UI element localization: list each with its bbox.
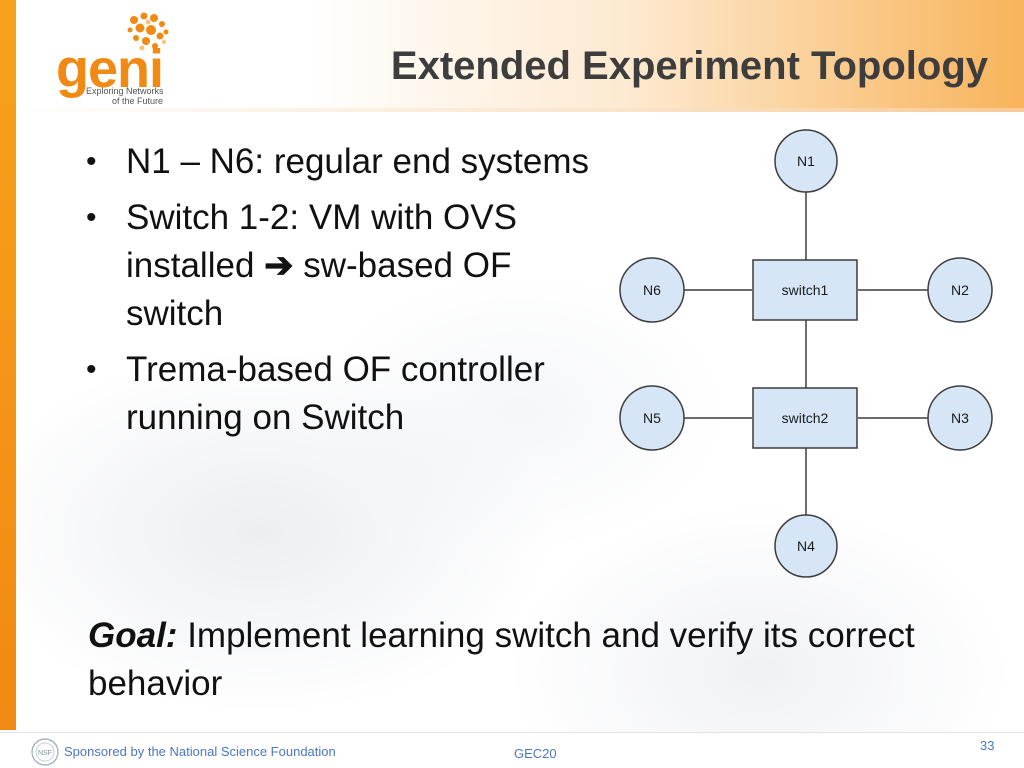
switch1-label: switch1 xyxy=(782,282,829,298)
node-n3-label: N3 xyxy=(951,410,969,426)
left-accent-bar xyxy=(0,0,16,730)
bullet-list: • N1 – N6: regular end systems • Switch … xyxy=(80,138,600,450)
bullet-text-continued: sw-based OF switch xyxy=(126,246,512,333)
page-number: 33 xyxy=(980,738,995,753)
switch2-label: switch2 xyxy=(782,410,829,426)
node-n5-label: N5 xyxy=(643,410,661,426)
svg-text:NSF: NSF xyxy=(38,750,52,757)
bullet-dot-icon: • xyxy=(86,201,97,234)
node-n2-label: N2 xyxy=(951,282,969,298)
node-n1-label: N1 xyxy=(797,153,815,169)
goal-label: Goal: xyxy=(88,616,178,655)
topology-diagram: N1 N6 switch1 N2 N5 switch2 N3 N4 xyxy=(619,129,993,578)
goal-text: Implement learning switch and verify its… xyxy=(88,616,915,703)
switch1-box xyxy=(752,259,858,321)
node-n4-label: N4 xyxy=(797,538,815,554)
bullet-dot-icon: • xyxy=(86,353,97,386)
footer-divider xyxy=(0,732,1024,733)
logo-tagline-line-1: Exploring Networks xyxy=(86,86,164,96)
logo-tagline: Exploring Networks of the Future xyxy=(86,86,186,106)
switch2-box xyxy=(752,387,858,449)
logo-wordmark: geni xyxy=(56,39,164,99)
node-n5 xyxy=(619,385,685,451)
bullet-item: • N1 – N6: regular end systems xyxy=(80,138,600,186)
geni-logo: geni Exploring Networks of the Future xyxy=(56,8,196,108)
node-n2 xyxy=(927,257,993,323)
footer-sponsor: Sponsored by the National Science Founda… xyxy=(64,744,336,759)
bullet-dot-icon: • xyxy=(86,145,97,178)
nsf-seal-icon: NSF xyxy=(31,738,59,766)
goal-statement: Goal: Implement learning switch and veri… xyxy=(88,612,948,708)
header-band xyxy=(0,0,1024,108)
bullet-text: Trema-based OF controller running on Swi… xyxy=(126,350,545,437)
footer-event: GEC20 xyxy=(514,746,557,761)
bullet-item: • Switch 1-2: VM with OVS installed ➔ sw… xyxy=(80,194,600,338)
logo-tagline-line-2: of the Future xyxy=(112,96,164,106)
node-n3 xyxy=(927,385,993,451)
node-n6-label: N6 xyxy=(643,282,661,298)
bullet-item: • Trema-based OF controller running on S… xyxy=(80,346,600,442)
slide-title: Extended Experiment Topology xyxy=(390,44,988,88)
bullet-text: N1 – N6: regular end systems xyxy=(126,142,589,181)
node-n4 xyxy=(774,514,838,578)
header-rule xyxy=(0,108,1024,112)
node-n6 xyxy=(619,257,685,323)
bullet-text: Switch 1-2: VM with OVS installed xyxy=(126,198,517,285)
node-n1 xyxy=(774,129,838,193)
right-arrow-icon: ➔ xyxy=(264,246,294,285)
geni-logo-dots-icon xyxy=(127,12,169,51)
